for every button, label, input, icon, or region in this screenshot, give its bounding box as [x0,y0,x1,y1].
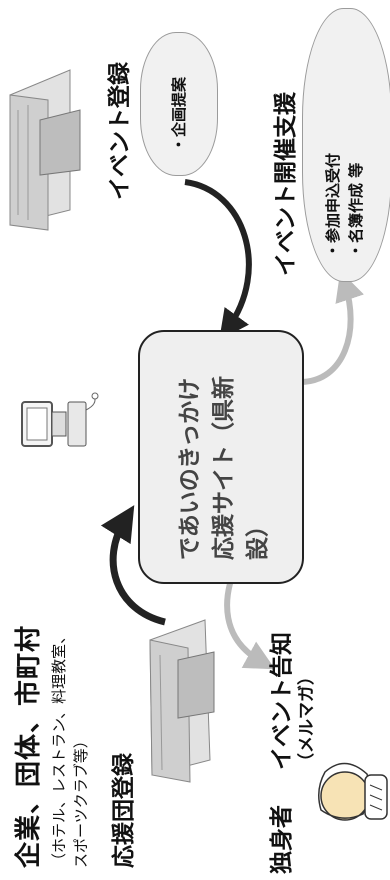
site-name-line3: 設） [245,514,271,560]
person-icon [318,762,388,821]
plan-proposal-pill [140,32,218,176]
support-item-roster: ・名簿作成 等 [347,162,365,258]
plan-proposal-text: ・企画提案 [170,76,188,152]
companies-examples-line2: スポーツクラブ等） [72,733,90,868]
computer-icon [21,392,99,447]
arrow-to-center-top [184,179,252,341]
support-item-entry: ・参加申込受付 [324,152,342,258]
event-support-label: イベント開催支援 [273,92,299,276]
companies-title: 企業、団体、市町村 [14,624,44,868]
building-icon-bottom [149,619,215,783]
arrow-to-center-bottom [100,505,166,626]
building-icon-top [9,69,81,231]
companies-examples-line1: （ホテル、レストラン、料理教室、 [50,628,68,868]
event-notice-sub: （メルマガ） [297,668,317,770]
site-name-line1: であいのきっかけ [177,377,203,560]
singles-label: 独身者 [269,805,295,874]
supporter-registration-label: 応援団登録 [111,753,137,868]
arrow-to-support [299,270,364,385]
event-registration-label: イベント登録 [107,62,133,200]
site-name-line2: 応援サイト（県新 [211,376,237,560]
support-site-box [138,330,304,584]
support-pill [302,8,390,282]
event-notice-label: イベント告知 [269,632,295,770]
